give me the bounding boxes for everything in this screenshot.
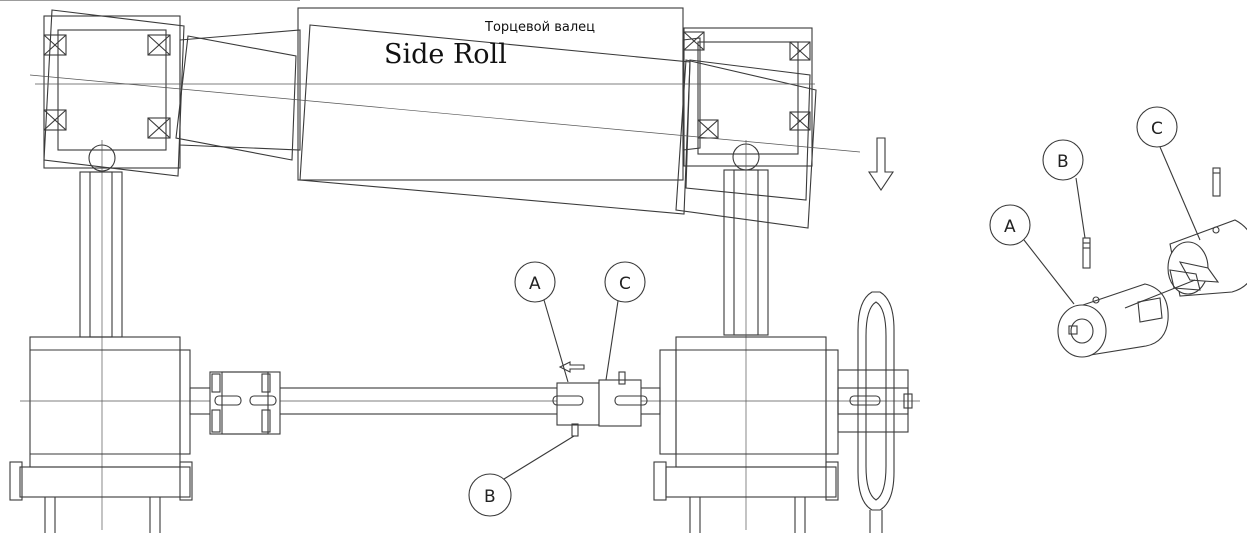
left-support-column: [79, 140, 123, 530]
title-russian: Торцевой валец: [484, 20, 595, 35]
callout-a-detail: A: [989, 204, 1075, 305]
pulley: [837, 291, 913, 533]
sleeve-c-iso: [1167, 219, 1247, 297]
drive-shaft: [20, 361, 920, 437]
callout-c-main: C: [604, 261, 646, 381]
left-arrow-icon: [558, 361, 585, 373]
title-english: Side Roll: [384, 39, 507, 70]
down-arrow-icon: [867, 137, 895, 191]
callout-c-detail: C: [1136, 106, 1201, 241]
right-gearbox: [653, 336, 839, 533]
coupling-sleeve-c: [598, 379, 642, 427]
svg-text:B: B: [484, 487, 496, 507]
roll-assembly: [29, 7, 861, 229]
bearing-cross-icon: [683, 31, 811, 139]
detail-view: A B C: [989, 106, 1247, 358]
set-screw-b-iso: [1082, 237, 1091, 269]
set-screw-c-iso: [1212, 167, 1221, 197]
callout-b-detail: B: [1042, 139, 1086, 239]
right-support-column: [723, 140, 769, 530]
svg-text:A: A: [1004, 217, 1016, 237]
sleeve-a-iso: [1057, 283, 1169, 358]
left-bearing-housing: [43, 15, 181, 169]
svg-text:C: C: [1151, 119, 1163, 139]
callout-a-main: A: [514, 261, 569, 383]
svg-text:A: A: [529, 274, 541, 294]
left-gearbox: [9, 336, 193, 533]
bearing-cross-icon: [43, 34, 171, 139]
svg-text:C: C: [619, 274, 631, 294]
callout-b-main: B: [468, 435, 575, 517]
coupling-sleeve-a: [556, 382, 600, 426]
svg-text:B: B: [1057, 152, 1069, 172]
